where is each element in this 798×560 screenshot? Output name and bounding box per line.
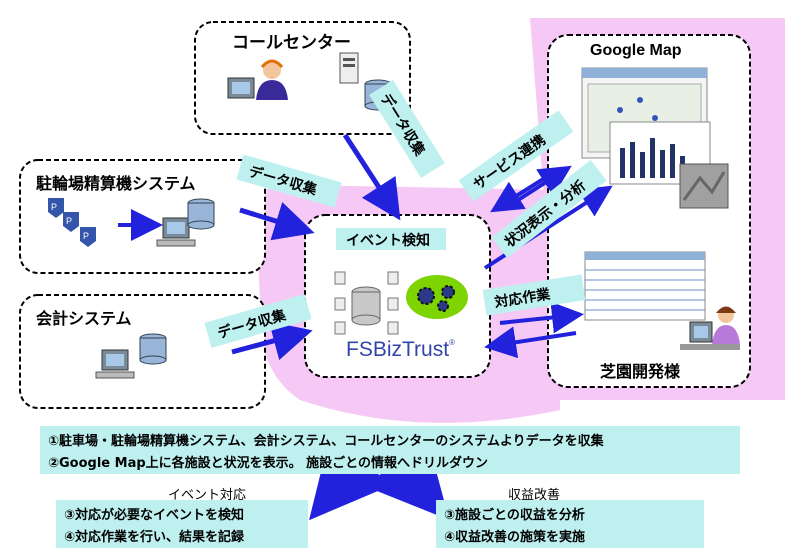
map-screenshot-icon	[581, 67, 708, 159]
fsbiztrust-logo-text: FSBizTrust	[346, 338, 450, 361]
call-center-box	[194, 21, 411, 135]
event-detect-badge: イベント検知	[336, 228, 446, 250]
event-response-caption: イベント対応	[168, 488, 247, 503]
event-step-1: ③対応が必要なイベントを検知	[64, 508, 245, 523]
arrow-service-link-b	[490, 176, 547, 213]
summary-line-1: ①駐車場・駐輪場精算機システム、会計システム、コールセンターのシステムよりデータ…	[48, 434, 604, 449]
arrow-response-out	[499, 301, 584, 334]
server-icon	[339, 52, 359, 84]
arrow-call-to-hub	[342, 133, 401, 221]
accounting-system-title: 会計システム	[36, 309, 132, 328]
parking-tag-icon: P P P	[48, 198, 96, 247]
revenue-step-2: ④収益改善の施策を実施	[444, 530, 586, 545]
table-screenshot-icon	[584, 251, 706, 321]
shibazono-title: 芝園開発様	[600, 362, 681, 381]
arrow-to-event	[309, 433, 392, 521]
bicycle-system-title: 駐輪場精算機システム	[36, 174, 196, 193]
call-center-title: コールセンター	[232, 33, 351, 53]
pc-icon-accounting	[95, 349, 135, 379]
svg-text:P: P	[66, 216, 72, 226]
revenue-steps-box: ③施設ごとの収益を分析 ④収益改善の施策を実施	[436, 500, 704, 548]
summary-line-2: ②Google Map上に各施設と状況を表示。 施設ごとの情報へドリルダウン	[48, 456, 489, 471]
gears-icon	[406, 275, 468, 319]
event-steps-box: ③対応が必要なイベントを検知 ④対応作業を行い、結果を記録	[56, 500, 308, 548]
event-detect-label: イベント検知	[346, 233, 430, 249]
pc-icon-bicycle	[156, 217, 196, 247]
fsbiztrust-logo-mark: ®	[449, 338, 455, 347]
operator-icon	[227, 59, 288, 100]
fsbiztrust-logo: FSBizTrust®	[346, 338, 455, 362]
user-at-desk-icon	[680, 306, 740, 350]
google-map-title: Google Map	[590, 42, 682, 59]
svg-text:P: P	[51, 202, 57, 212]
database-icon-bicycle	[187, 198, 215, 230]
arrow-bicycle-to-hub	[239, 202, 315, 241]
svg-text:P: P	[83, 231, 89, 241]
database-icon-accounting	[139, 333, 167, 365]
aerial-photo-icon	[679, 163, 729, 209]
hub-database-icon	[334, 271, 399, 335]
summary-box: ①駐車場・駐輪場精算機システム、会計システム、コールセンターのシステムよりデータ…	[40, 426, 740, 474]
arrow-accounting-to-hub	[231, 321, 313, 361]
revenue-improvement-caption: 収益改善	[508, 488, 561, 503]
event-step-2: ④対応作業を行い、結果を記録	[64, 530, 245, 545]
revenue-step-1: ③施設ごとの収益を分析	[444, 508, 585, 523]
arrow-response-back	[484, 326, 577, 359]
arrow-to-revenue	[366, 433, 450, 520]
